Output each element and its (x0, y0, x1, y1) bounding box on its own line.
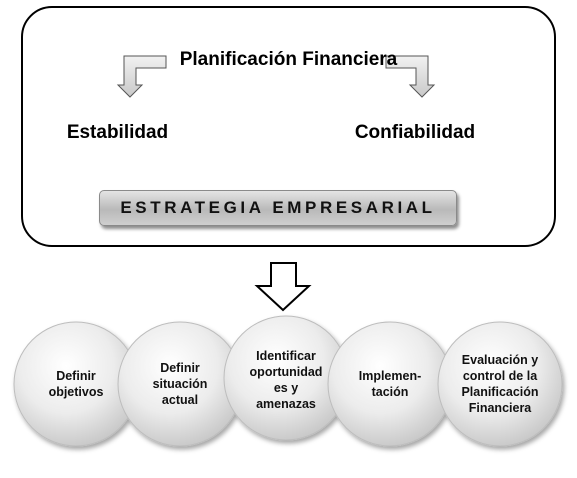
right-label: Confiabilidad (354, 122, 476, 143)
elbow-arrow-icon (116, 55, 167, 98)
step-label-5: Evaluación y control de la Planificación… (461, 353, 539, 415)
step-label-3: Identificar oportunidad es y amenazas (249, 349, 323, 411)
diagram-title: Planificación Financiera (179, 49, 398, 70)
step-circle (437, 321, 563, 447)
step-label-4: Implemen- tación (358, 369, 422, 399)
strategy-banner: ESTRATEGIA EMPRESARIAL (99, 190, 457, 226)
down-arrow-icon (254, 262, 312, 312)
elbow-arrow-icon (385, 55, 436, 98)
step-label-1: Definir objetivos (48, 369, 104, 399)
left-label: Estabilidad (66, 122, 169, 143)
step-label-2: Definir situación actual (152, 361, 208, 407)
